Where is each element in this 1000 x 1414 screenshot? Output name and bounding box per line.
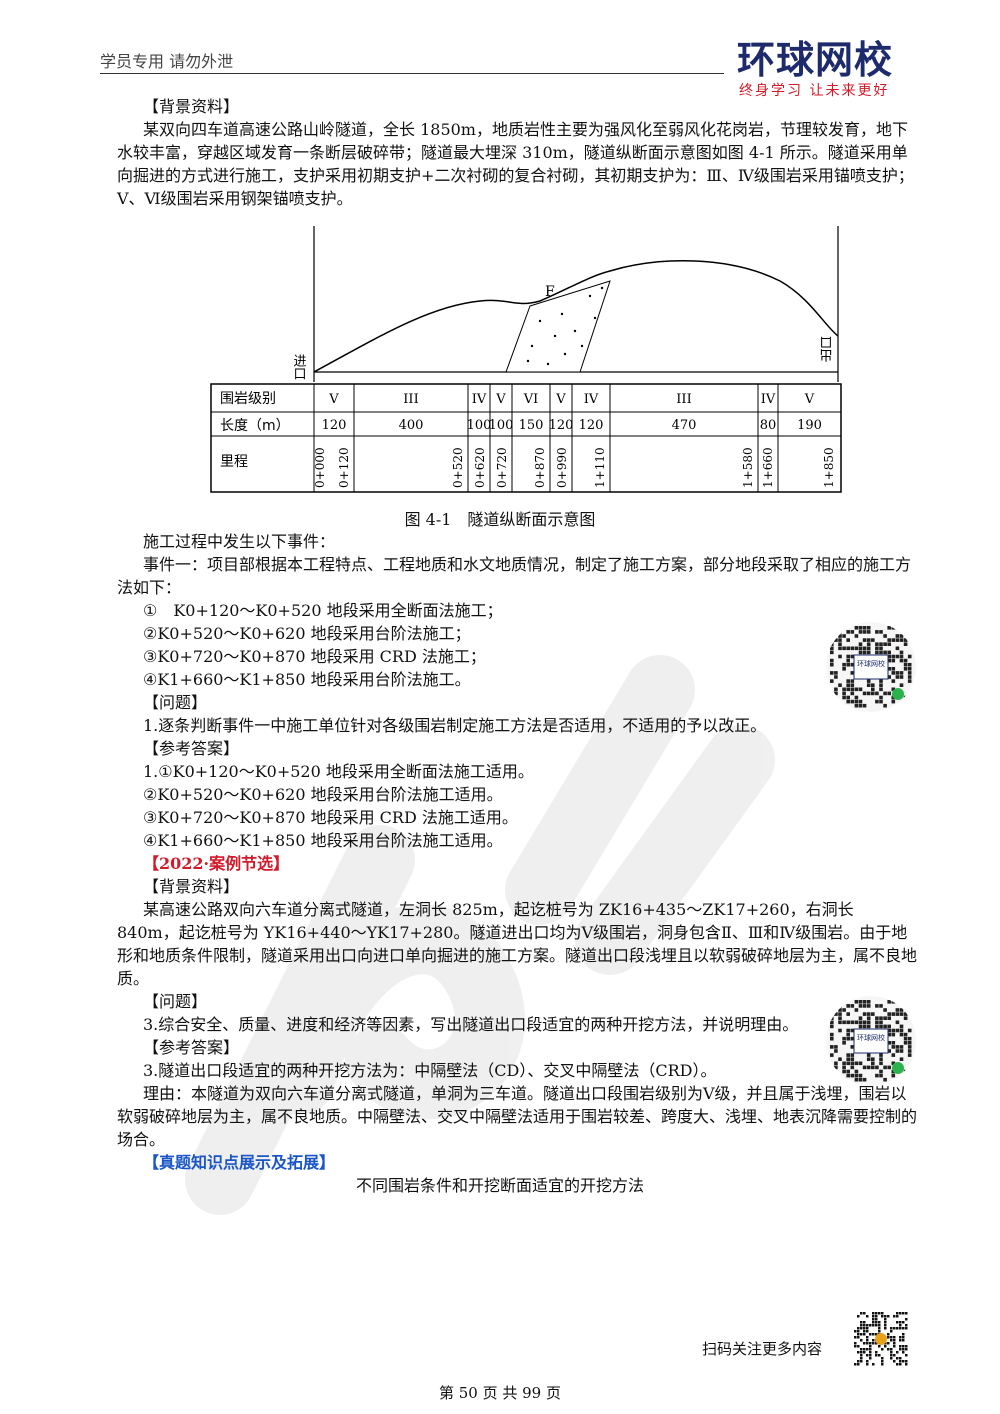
grade-cell: V <box>495 392 506 407</box>
mileage-cell: 1+580 <box>741 447 755 488</box>
body-line: 理由：本隧道为双向六车道分离式隧道，单洞为三车道。隧道出口段围岩级别为Ⅴ级，并且… <box>117 1084 918 1149</box>
grade-cell: V <box>555 392 566 407</box>
grade-cell: VI <box>523 392 539 407</box>
length-cell: 470 <box>672 418 697 433</box>
qr-code-2: 环球网校 <box>826 996 916 1086</box>
header-left-text: 学员专用 请勿外泄 <box>100 52 234 71</box>
body-line: 1.①K0+120～K0+520 地段采用全断面法施工适用。 <box>143 762 534 781</box>
background-section: 【背景资料】 某双向四车道高速公路山岭隧道，全长 1850m，地质岩性主要为强风… <box>117 95 917 210</box>
body-line: ① K0+120～K0+520 地段采用全断面法施工； <box>143 601 503 620</box>
body-line: ②K0+520～K0+620 地段采用台阶法施工适用。 <box>143 785 503 804</box>
qr-code-footer <box>850 1308 912 1370</box>
background-heading: 【背景资料】 <box>143 97 240 116</box>
fault-label: F <box>545 284 555 300</box>
qr1-label: 环球网校 <box>857 659 885 668</box>
scan-text: 扫码关注更多内容 <box>702 1340 823 1358</box>
body-line: 施工过程中发生以下事件： <box>143 532 336 551</box>
figure-caption: 图 4-1 隧道纵断面示意图 <box>404 510 596 529</box>
length-cell: 80 <box>760 418 777 433</box>
body-line: 1.逐条判断事件一中施工单位针对各级围岩制定施工方法是否适用，不适用的予以改正。 <box>143 716 767 735</box>
grade-cell: V <box>328 392 339 407</box>
body-text: 施工过程中发生以下事件： 事件一：项目部根据本工程特点、工程地质和水文地质情况，制… <box>117 530 917 1197</box>
grade-cell: III <box>403 392 418 407</box>
grade-cell: III <box>676 392 691 407</box>
body-line: ③K0+720～K0+870 地段采用 CRD 法施工适用。 <box>143 808 518 827</box>
tunnel-profile-figure: F 进口 出口 围岩级别 长度（m） 里程 V120III400IV100V10… <box>210 226 842 493</box>
body-line: 某高速公路双向六车道分离式隧道，左洞长 825m，起讫桩号为 ZK16+435～… <box>117 900 918 988</box>
logo-subtitle: 终身学习 让未来更好 <box>739 83 890 99</box>
length-cell: 100 <box>489 418 514 433</box>
mileage-cell: 1+660 <box>761 447 775 488</box>
grade-cell: V <box>804 392 815 407</box>
length-cell: 400 <box>399 418 424 433</box>
grade-cell: IV <box>472 392 487 407</box>
length-cell: 150 <box>519 418 544 433</box>
body-line: 【背景资料】 <box>143 877 240 896</box>
length-cell: 120 <box>549 418 574 433</box>
body-line: 不同围岩条件和开挖断面适宜的开挖方法 <box>355 1176 644 1195</box>
qr-code-1: 环球网校 <box>826 622 916 712</box>
mileage-cell: 0+520 <box>451 447 465 488</box>
mileage-cell: 0+000 <box>313 447 327 488</box>
entry-label: 进口 <box>291 354 307 380</box>
grade-cell: IV <box>584 392 599 407</box>
length-cell: 120 <box>579 418 604 433</box>
body-line: 事件一：项目部根据本工程特点、工程地质和水文地质情况，制定了施工方案，部分地段采… <box>117 555 912 597</box>
body-line: 【问题】 <box>143 992 208 1011</box>
background-paragraph: 某双向四车道高速公路山岭隧道，全长 1850m，地质岩性主要为强风化至弱风化花岗… <box>117 120 914 208</box>
mileage-cell: 0+120 <box>337 447 351 488</box>
row-label-grade: 围岩级别 <box>220 391 276 407</box>
ground-surface <box>313 260 839 373</box>
length-cell: 120 <box>322 418 347 433</box>
page-number: 第 50 页 共 99 页 <box>438 1384 561 1402</box>
row-label-mileage: 里程 <box>220 454 248 470</box>
mileage-cell: 0+620 <box>473 447 487 488</box>
body-line: 【参考答案】 <box>143 1038 240 1057</box>
body-line: 3.综合安全、质量、进度和经济等因素，写出隧道出口段适宜的两种开挖方法，并说明理… <box>143 1015 799 1034</box>
mileage-cell: 0+720 <box>495 447 509 488</box>
body-line: 【参考答案】 <box>143 739 240 758</box>
grade-cell: IV <box>761 392 776 407</box>
grade-table: 围岩级别 长度（m） 里程 V120III400IV100V100VI150V1… <box>210 383 842 493</box>
mileage-cell: 0+990 <box>555 447 569 488</box>
length-cell: 100 <box>467 418 492 433</box>
logo-title: 环球网校 <box>737 38 894 82</box>
body-line: 3.隧道出口段适宜的两种开挖方法为：中隔壁法（CD）、交叉中隔壁法（CRD）。 <box>143 1061 717 1080</box>
body-line: ③K0+720～K0+870 地段采用 CRD 法施工； <box>143 647 486 666</box>
body-line: ②K0+520～K0+620 地段采用台阶法施工； <box>143 624 471 643</box>
body-line: ④K1+660～K1+850 地段采用台阶法施工。 <box>143 670 471 689</box>
fault-dots <box>526 286 604 366</box>
brand-logo: 环球网校 终身学习 让未来更好 <box>737 40 917 100</box>
row-label-length: 长度（m） <box>220 418 290 434</box>
mileage-cell: 1+110 <box>593 447 607 488</box>
exit-label: 出口 <box>821 336 836 362</box>
body-line: 【2022·案例节选】 <box>143 854 290 873</box>
body-line: ④K1+660～K1+850 地段采用台阶法施工适用。 <box>143 831 503 850</box>
body-line: 【真题知识点展示及拓展】 <box>143 1153 336 1172</box>
qr2-label: 环球网校 <box>857 1033 885 1042</box>
mileage-cell: 1+850 <box>822 447 836 488</box>
body-line: 【问题】 <box>143 693 208 712</box>
header-divider <box>100 73 724 74</box>
fault-zone <box>505 280 611 373</box>
length-cell: 190 <box>797 418 822 433</box>
mileage-cell: 0+870 <box>533 447 547 488</box>
